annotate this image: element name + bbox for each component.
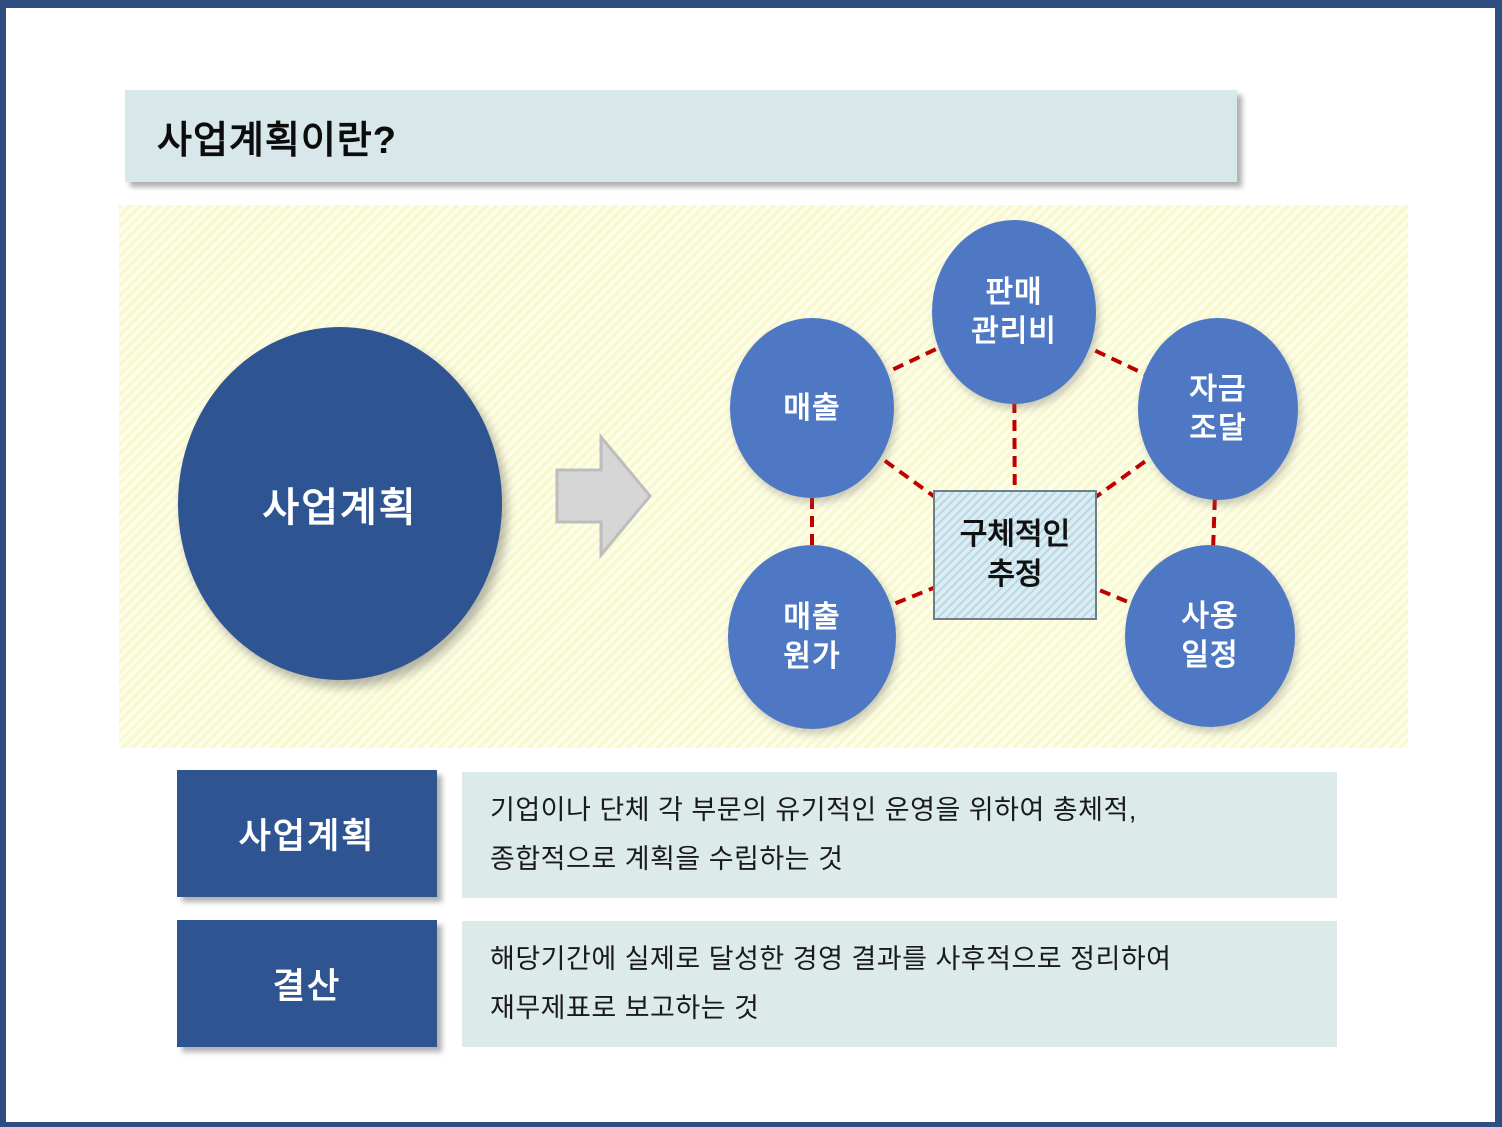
- definition-term: 결산: [272, 967, 342, 1006]
- definition-description-panel: 기업이나 단체 각 부문의 유기적인 운영을 위하여 총체적, 종합적으로 계획…: [462, 772, 1337, 898]
- center-estimation-box: 구체적인 추정: [933, 490, 1097, 620]
- node-revenue: 매출: [730, 318, 894, 498]
- main-circle: 사업계획: [178, 327, 502, 680]
- main-circle-label: 사업계획: [262, 485, 418, 530]
- definition-term: 사업계획: [238, 817, 376, 856]
- title-bar: 사업계획이란?: [125, 90, 1237, 182]
- right-arrow-icon: [555, 432, 652, 560]
- node-label: 매출: [783, 391, 841, 425]
- slide-canvas: 사업계획이란? 사업계획 판매 관리비 매출: [6, 8, 1495, 1122]
- node-sales-admin-expenses: 판매 관리비: [932, 220, 1096, 404]
- definition-term-box-settlement: 결산: [177, 920, 437, 1047]
- definition-description: 기업이나 단체 각 부문의 유기적인 운영을 위하여 총체적, 종합적으로 계획…: [490, 795, 1137, 874]
- node-label: 판매 관리비: [971, 276, 1057, 348]
- definition-description: 해당기간에 실제로 달성한 경영 결과를 사후적으로 정리하여 재무제표로 보고…: [490, 944, 1172, 1023]
- node-funding: 자금 조달: [1138, 318, 1298, 500]
- page-title: 사업계획이란?: [157, 119, 397, 162]
- center-estimation-label: 구체적인 추정: [959, 517, 1071, 592]
- node-cost-of-sales: 매출 원가: [728, 545, 896, 729]
- node-usage-schedule: 사용 일정: [1125, 545, 1295, 727]
- definition-term-box-business-plan: 사업계획: [177, 770, 437, 897]
- node-label: 자금 조달: [1189, 373, 1247, 445]
- definition-description-panel: 해당기간에 실제로 달성한 경영 결과를 사후적으로 정리하여 재무제표로 보고…: [462, 921, 1337, 1047]
- node-label: 매출 원가: [783, 601, 841, 673]
- node-label: 사용 일정: [1181, 600, 1239, 672]
